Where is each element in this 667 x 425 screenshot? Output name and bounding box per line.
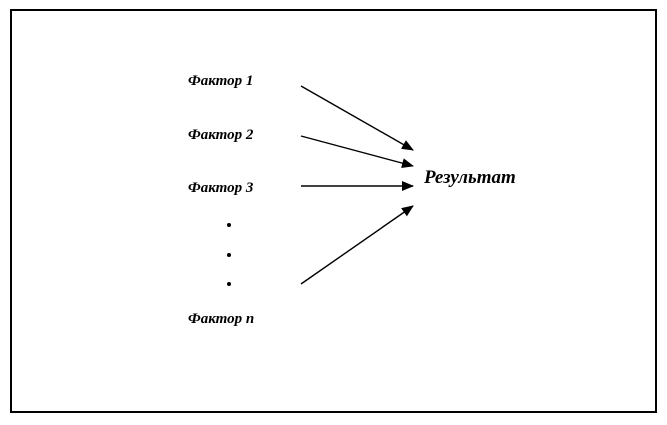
arrow-factor-2 <box>300 135 414 168</box>
ellipsis-dot-3 <box>227 282 231 286</box>
factor-n-label: Фактор n <box>188 311 255 327</box>
factor-1-label: Фактор 1 <box>188 73 254 89</box>
arrow-factor-1 <box>300 85 414 151</box>
factor-3-label: Фактор 3 <box>188 180 254 196</box>
ellipsis-dot-1 <box>227 223 231 227</box>
diagram-frame <box>10 9 657 413</box>
factor-2-label: Фактор 2 <box>188 127 254 143</box>
result-label: Результат <box>424 167 516 188</box>
arrow-factor-n <box>300 205 414 285</box>
ellipsis-dot-2 <box>227 253 231 257</box>
